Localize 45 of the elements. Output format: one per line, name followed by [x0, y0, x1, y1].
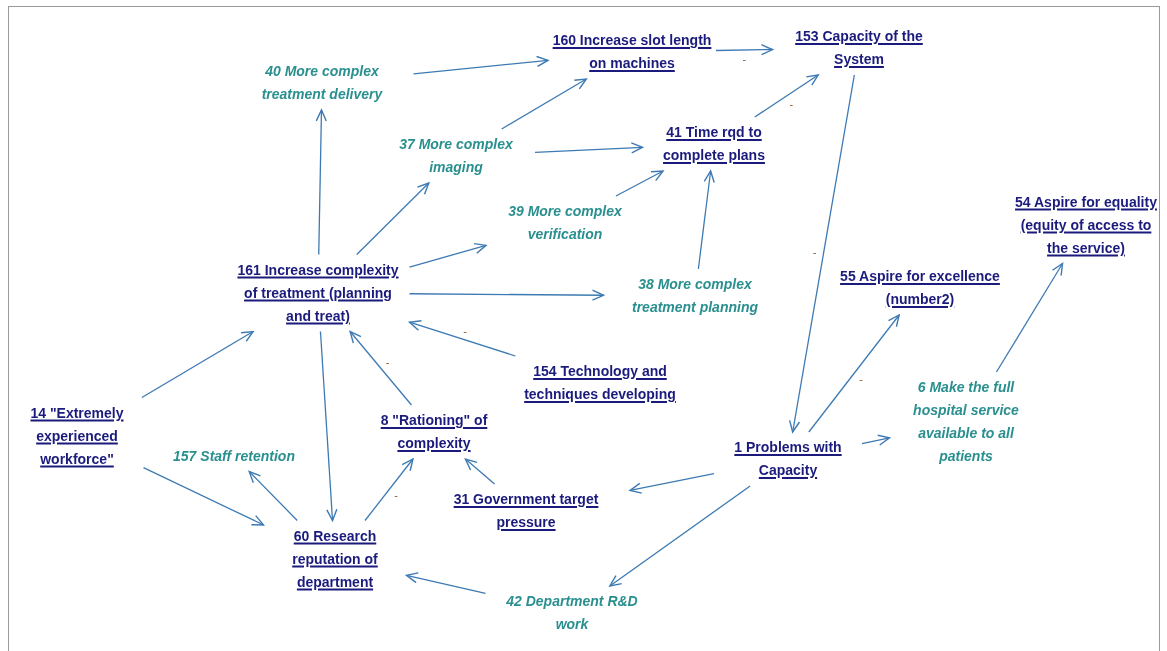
variable-label: 161 Increase complexity of treatment (planning and treat)	[236, 260, 400, 326]
arrow	[319, 330, 338, 522]
arrow	[715, 44, 774, 56]
effect-label: 40 More complex treatment delivery	[260, 62, 384, 104]
variable-label: 54 Aspire for equality (equity of access to the service)	[1014, 192, 1158, 258]
arrow	[248, 470, 298, 522]
arrow	[534, 142, 644, 154]
arrow	[408, 242, 487, 268]
arrow	[315, 109, 327, 256]
arrow	[142, 467, 265, 526]
arrow	[629, 473, 715, 494]
arrow	[609, 485, 751, 587]
effect-label: 39 More complex verification	[507, 202, 623, 244]
arrow	[995, 262, 1064, 373]
variable-label: 41 Time rqd to complete plans	[662, 123, 766, 165]
arrow	[861, 434, 891, 446]
variable-label: 1 Problems with Capacity	[733, 438, 843, 480]
arrow	[808, 314, 900, 433]
variable-label: 60 Research reputation of department	[291, 526, 379, 592]
arrow	[464, 458, 496, 485]
arrow	[141, 330, 254, 399]
arrow	[754, 74, 819, 118]
effect-label: 38 More complex treatment planning	[631, 275, 759, 317]
variable-label: 31 Government target pressure	[452, 490, 600, 532]
effect-label: 37 More complex imaging	[398, 135, 514, 177]
arrow	[412, 55, 549, 75]
variable-label: 160 Increase slot length on machines	[552, 31, 712, 73]
arrow	[408, 320, 517, 357]
arrow	[405, 572, 487, 594]
arrow	[615, 170, 664, 197]
arrow	[408, 289, 605, 301]
arrow	[501, 78, 587, 130]
effect-label: 6 Make the full hospital service available to all patients	[912, 378, 1020, 466]
variable-label: 153 Capacity of the System	[794, 27, 924, 69]
arrow	[788, 74, 855, 433]
variable-label: 154 Technology and techniques developing	[523, 362, 677, 404]
variable-label: 8 "Rationing" of complexity	[379, 411, 489, 453]
effect-label: 42 Department R&D work	[505, 592, 639, 634]
arrow	[349, 330, 413, 406]
arrow	[697, 170, 715, 270]
variable-label: 14 "Extremely experienced workforce"	[29, 403, 125, 469]
arrow	[356, 182, 430, 256]
arrow	[364, 458, 414, 522]
variable-label: 55 Aspire for excellence (number2)	[839, 267, 1001, 309]
effect-label: 157 Staff retention	[173, 446, 295, 466]
